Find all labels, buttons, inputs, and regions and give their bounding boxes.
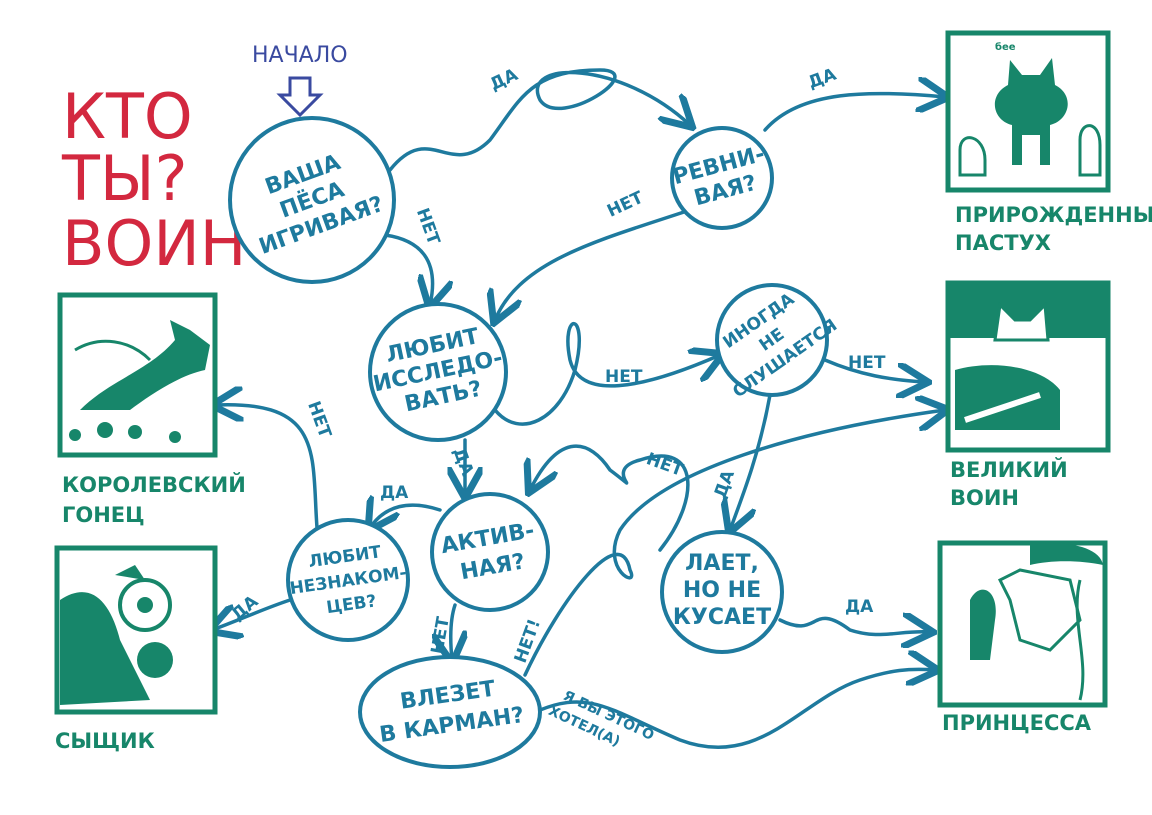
result-princess: ПРИНЦЕССА (937, 540, 1108, 735)
question-active: АКТИВ- НАЯ? (430, 492, 550, 612)
results-herder-label-1: ПАСТУХ (955, 231, 1051, 255)
path-shape (530, 444, 690, 552)
path-shape (1078, 124, 1102, 177)
edges (212, 68, 945, 750)
path-shape (495, 208, 692, 320)
messenger-label: КОРОЛЕВСКИЙ (62, 472, 246, 497)
circle-shape (137, 597, 153, 613)
label-disobey-yes: ДА (710, 467, 739, 501)
path-shape (778, 618, 930, 634)
path-shape (730, 393, 772, 530)
label-jealous-no: НЕТ (604, 188, 647, 222)
questions-barks-0: ЛАЕТ, (685, 551, 759, 576)
circle-shape (286, 518, 410, 642)
path-shape (370, 505, 442, 528)
rect-shape (937, 540, 1108, 708)
path-shape (215, 405, 320, 542)
princess-dog-illustration (970, 543, 1103, 701)
results-messenger-label-1: ГОНЕЦ (62, 503, 145, 527)
path-shape (993, 301, 1050, 342)
path-shape (115, 565, 145, 580)
circle-shape (128, 425, 142, 439)
circle-shape (69, 429, 81, 441)
path-shape (823, 358, 925, 382)
circle-shape (228, 116, 396, 284)
start-label: НАЧАЛО (252, 43, 348, 68)
label-explore-yes: ДА (449, 445, 478, 479)
circle-shape (97, 422, 113, 438)
path-shape (538, 669, 935, 750)
question-barks: ЛАЕТ, НО НЕ КУСАЕТ (660, 530, 784, 654)
question-disobey: ИНОГДА НЕ СЛУШАЕТСЯ (715, 283, 841, 402)
path-shape (994, 58, 1068, 165)
path-shape (970, 589, 996, 660)
herder-sound: бее (995, 41, 1016, 53)
circle-shape (368, 302, 508, 442)
path-shape (493, 322, 720, 426)
label-strangers-no: НЕТ (303, 399, 335, 441)
title: КТО ТЫ? ВОИН (61, 80, 246, 280)
question-strangers: ЛЮБИТ НЕЗНАКОМ- ЦЕВ? (286, 518, 410, 642)
questions-barks-1: НО НЕ (683, 578, 761, 603)
path-shape (451, 603, 455, 660)
messenger-dog-illustration (69, 320, 210, 443)
detective-label: СЫЩИК (55, 729, 155, 753)
title-line-2: ТЫ? (61, 142, 187, 215)
results-warrior-label-1: ВОИН (950, 486, 1019, 510)
label-playful-yes: ДА (487, 65, 522, 95)
circle-shape (715, 283, 829, 397)
label-disobey-no: НЕТ (848, 353, 886, 373)
circle-shape (430, 492, 550, 612)
label-pocket-wish: Я БЫ ЭТОГО ХОТЕЛ(А) (546, 688, 657, 750)
path-shape (1075, 579, 1085, 701)
questions-barks-2: КУСАЕТ (673, 605, 771, 630)
path-shape (964, 392, 1041, 423)
label-active-yes: ДА (380, 483, 409, 503)
circle-shape (169, 431, 181, 443)
title-line-3: ВОИН (62, 207, 246, 280)
path-shape (60, 592, 150, 705)
label-barks-yes: ДА (845, 597, 874, 617)
g-shape: ЛЮБИТ ИССЛЕДО- ВАТЬ? (371, 324, 505, 417)
label-explore-no: НЕТ (605, 367, 643, 387)
detective-dog-illustration (60, 565, 173, 705)
question-jealous: РЕВНИ- ВАЯ? (670, 126, 774, 230)
warrior-cat-illustration (948, 283, 1108, 430)
path-shape (388, 68, 690, 172)
result-herder: бее ПРИРОЖДЕННЫЙ ПАСТУХ (945, 30, 1152, 255)
circle-shape (660, 530, 784, 654)
result-warrior: ВЕЛИКИЙ ВОИН (945, 280, 1111, 510)
ellipse-shape (358, 655, 542, 769)
result-messenger: КОРОЛЕВСКИЙ ГОНЕЦ (57, 292, 246, 527)
princess-label: ПРИНЦЕССА (942, 711, 1092, 735)
circle-shape (670, 126, 774, 230)
path-shape (74, 339, 152, 362)
path-shape (523, 410, 945, 677)
circle-shape (137, 642, 173, 678)
path-shape (763, 93, 945, 132)
herder-dog-illustration (958, 58, 1102, 177)
path-shape (958, 136, 987, 177)
start-arrow-icon (276, 76, 324, 118)
title-line-1: КТО (62, 80, 193, 153)
path-shape (80, 320, 210, 410)
label-playful-no: НЕТ (412, 205, 444, 247)
path-shape (1030, 543, 1103, 565)
question-playful: ВАША ПЁСА ИГРИВАЯ? (228, 116, 396, 284)
label-barks-no: НЕТ (644, 449, 686, 481)
warrior-label: ВЕЛИКИЙ (950, 457, 1068, 482)
herder-label: ПРИРОЖДЕННЫЙ (955, 202, 1152, 227)
label-pocket-no: НЕТ! (511, 616, 545, 665)
question-explore: ЛЮБИТ ИССЛЕДО- ВАТЬ? (368, 302, 508, 442)
path-shape (997, 568, 1082, 652)
path-shape (383, 233, 433, 305)
result-detective: СЫЩИК (54, 545, 218, 753)
label-jealous-yes: ДА (805, 64, 839, 93)
question-pocket: ВЛЕЗЕТ В КАРМАН? (358, 655, 542, 769)
path-shape (212, 598, 292, 630)
